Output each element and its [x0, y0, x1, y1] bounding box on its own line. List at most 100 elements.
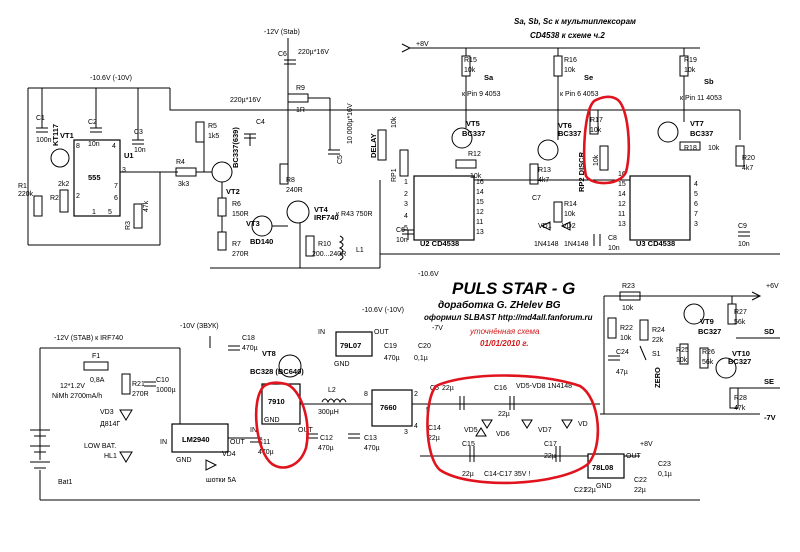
schematic-label: 150R: [232, 211, 249, 218]
schematic-label: 4k7: [742, 165, 753, 172]
schematic-label: GND: [334, 361, 350, 368]
schematic-label: R3: [125, 221, 132, 230]
u2-label: U2 CD4538: [420, 239, 459, 248]
schematic-label: 10k: [391, 116, 398, 128]
schematic-label: 47µ: [616, 369, 628, 376]
schematic-label: 22µ: [442, 385, 454, 392]
schematic-label: R24: [652, 327, 665, 334]
schematic-label: 47k: [143, 200, 150, 212]
schematic-label: шотки 5А: [206, 477, 236, 484]
schematic-label: C24: [616, 349, 629, 356]
rail-minus12v-stab: -12V (Stab): [264, 29, 300, 36]
pin-sb: Sb: [704, 77, 714, 86]
schematic-label: BC337(639): [231, 127, 240, 168]
schematic-label: 3: [122, 167, 126, 174]
schematic-label: C20: [418, 343, 431, 350]
schematic-label: C6: [278, 51, 287, 58]
schematic-label: C13: [364, 435, 377, 442]
highlight-r17-rp2: [582, 95, 631, 185]
schematic-label: 13: [618, 221, 626, 228]
schematic-label: 10n: [608, 245, 620, 252]
schematic-label: 3k3: [178, 181, 189, 188]
rail-minus7v: -7V: [432, 325, 443, 332]
u1-type: 555: [88, 173, 101, 182]
schematic-label: KT117: [51, 124, 60, 146]
header-line2: CD4538 к схеме ч.2: [530, 31, 605, 40]
rail-minus10v6-c: -10.6V (-10V): [362, 307, 404, 314]
schematic-label: C17: [544, 441, 557, 448]
schematic-label: 10n: [396, 237, 408, 244]
schematic-label: C19: [384, 343, 397, 350]
rail-sd: SD: [764, 327, 775, 336]
schematic-label: 0,8A: [90, 377, 105, 384]
schematic-label: C16: [494, 385, 507, 392]
schematic-label: R9: [296, 85, 305, 92]
schematic-label: R26: [702, 349, 715, 356]
schematic-label: 47k: [734, 405, 746, 412]
rail-plus6v: +6V: [766, 283, 779, 290]
schematic-label: BC328 (BC640): [250, 367, 304, 376]
schematic-label: 12: [618, 201, 626, 208]
pin-sa: Sa: [484, 73, 494, 82]
schematic-label: OUT: [374, 329, 390, 336]
schematic-label: 22µ: [584, 487, 596, 494]
schematic-label: VD5-VD8 1N4148: [516, 383, 572, 390]
schematic-label: 240R: [286, 187, 303, 194]
schematic-label: 10k: [622, 305, 634, 312]
schematic-label: 10k: [684, 67, 696, 74]
schematic-label: OUT: [298, 427, 314, 434]
schematic-label: BD140: [250, 237, 273, 246]
schematic-label: 4: [414, 423, 418, 430]
highlight-7910: [254, 381, 309, 469]
schematic-label: VT8: [262, 349, 276, 358]
pin-9: к Pin 9 4053: [462, 91, 501, 98]
schematic-label: 10k: [708, 145, 720, 152]
schematic-label: 2: [404, 191, 408, 198]
schematic-label: 220k: [18, 191, 34, 198]
schematic-label: GND: [596, 483, 612, 490]
schematic-label: 5: [404, 225, 408, 232]
schematic-label: 4: [694, 181, 698, 188]
schematic-label: 3: [404, 201, 408, 208]
schematic-label: C22: [634, 477, 647, 484]
title-main: PULS STAR - G: [452, 279, 575, 298]
schematic-label: R25: [676, 347, 689, 354]
schematic-label: GND: [176, 457, 192, 464]
schematic-label: IRF740: [314, 213, 339, 222]
schematic-label: 56k: [702, 359, 714, 366]
rail-plus8v: +8V: [640, 441, 653, 448]
schematic-label: 4: [112, 143, 116, 150]
title-block: PULS STAR - G доработка G. ZHelev BG офо…: [424, 279, 593, 348]
schematic-label: 270R: [232, 251, 249, 258]
schematic-label: 12*1.2V: [60, 383, 85, 390]
schematic-label: C5: [337, 155, 344, 164]
schematic-label: 1: [404, 179, 408, 186]
schematic-label: 15: [618, 181, 626, 188]
schematic-label: R4: [176, 159, 185, 166]
pin-r43: к R43 750R: [336, 211, 373, 218]
schematic-label: VT2: [226, 187, 240, 196]
schematic-label: 10k: [470, 173, 482, 180]
schematic-label: R18: [684, 145, 697, 152]
title-site: оформил SLBAST http://md4all.fanforum.ru: [424, 313, 593, 322]
schematic-label: R8: [286, 177, 295, 184]
schematic-label: 22µ: [498, 411, 510, 418]
schematic-label: R12: [468, 151, 481, 158]
schematic-label: VT7: [690, 119, 704, 128]
schematic-label: C7: [532, 195, 541, 202]
schematic-label: L1: [356, 247, 364, 254]
schematic-label: 10n: [88, 141, 100, 148]
timer-section: U1 555 8 4 3 7 2 6 1 5 C1 100n VT1 KT117…: [18, 88, 178, 246]
schematic-label: 0,1µ: [414, 355, 428, 362]
schematic-label: R28: [734, 395, 747, 402]
schematic-label: 12: [476, 209, 484, 216]
schematic-label: 0,1µ: [658, 471, 672, 478]
schematic-label: 10n: [738, 241, 750, 248]
schematic-label: 10k: [676, 357, 688, 364]
schematic-label: Bat1: [58, 479, 73, 486]
schematic-label: 10k: [564, 211, 576, 218]
power-section: -12V (STAB) к IRF740 12*1.2V NiMh 2700mA…: [30, 307, 700, 501]
rail-minus10v-zvuk: -10V (ЗВУК): [180, 323, 219, 330]
schematic-label: 7: [694, 211, 698, 218]
schematic-label: VD3: [100, 409, 114, 416]
